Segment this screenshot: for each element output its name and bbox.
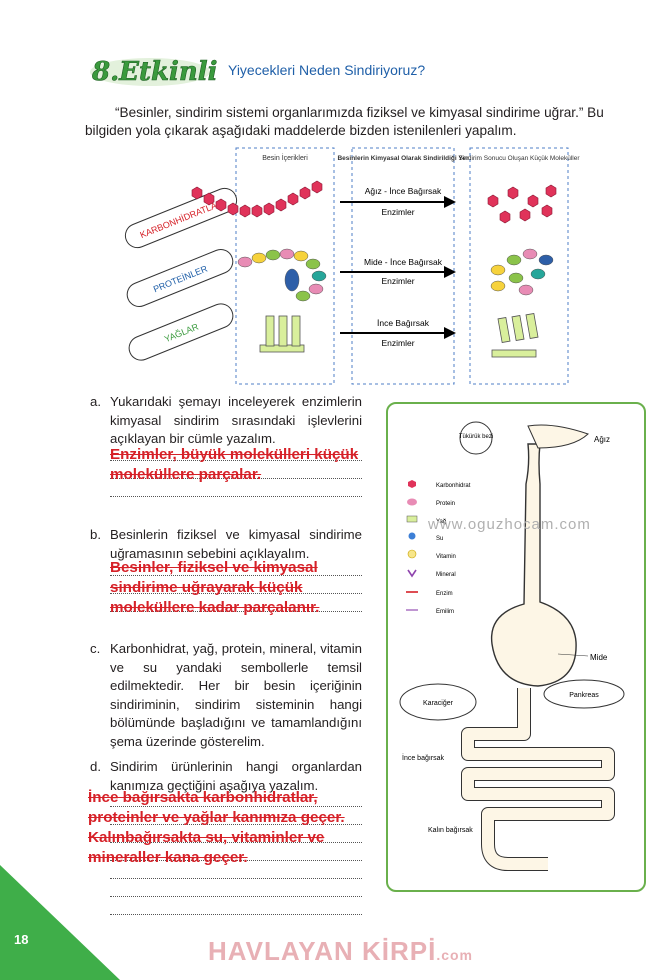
- question-c-text: Karbonhidrat, yağ, protein, mineral, vit…: [110, 641, 362, 749]
- legend-mineral-icon: [407, 569, 417, 578]
- answer-d[interactable]: İnce bağırsakta karbonhidratlar, protein…: [88, 789, 345, 866]
- enzyme-label-2: Enzimler: [381, 276, 414, 286]
- svg-text:Enzim: Enzim: [436, 591, 453, 597]
- legend-fat-icon: [406, 515, 418, 523]
- intro-paragraph: “Besinler, sindirim sistemi organlarımız…: [85, 105, 604, 138]
- col-header-1: Besin İçerikleri: [262, 153, 308, 162]
- question-d-letter: d.: [90, 759, 101, 774]
- col-header-3: Sindirim Sonucu Oluşan Küçük Moleküller: [458, 155, 580, 162]
- enzyme-label-3: Enzimler: [381, 338, 414, 348]
- legend: Karbonhidrat Protein Yağ Su Vitamin Mine…: [406, 480, 471, 615]
- legend-water-icon: [408, 532, 416, 540]
- label-liver: Karaciğer: [423, 700, 454, 707]
- amino-acids-icon: [490, 248, 554, 296]
- activity-title: Yiyecekleri Neden Sindiriyoruz?: [228, 62, 426, 78]
- arrow-fat: [340, 327, 456, 339]
- digestion-scheme: Besin İçerikleri Besinlerin Kimyasal Ola…: [124, 147, 580, 385]
- digestive-system-panel: Ağız Tükürük bezi Mide Karaciğer Pankrea…: [386, 402, 646, 892]
- question-d: d. Sindirim ürünlerinin hangi organlarda…: [88, 758, 362, 915]
- nutrient-tag-fat: YAĞLAR: [128, 303, 234, 361]
- brand-watermark: HAVLAYAN KİRPİ.com: [208, 936, 473, 966]
- nutrient-tag-carb: KARBONHİDRATLAR: [124, 187, 238, 249]
- svg-text:Protein: Protein: [436, 501, 455, 507]
- question-a-letter: a.: [90, 394, 101, 409]
- enzyme-label-1: Enzimler: [381, 207, 414, 217]
- svg-text:Vitamin: Vitamin: [436, 554, 456, 560]
- protein-chain-icon: [237, 248, 327, 302]
- question-c-letter: c.: [90, 641, 101, 656]
- place-carb: Ağız - İnce Bağırsak: [365, 186, 442, 196]
- label-stomach: Mide: [590, 653, 608, 662]
- question-b-letter: b.: [90, 527, 101, 542]
- legend-carb-icon: [408, 480, 416, 488]
- answer-a[interactable]: Enzimler, büyük molekülleri küçük molekü…: [110, 446, 359, 483]
- page-corner: [0, 865, 120, 980]
- question-b: b. Besinlerin fiziksel ve kimyasal sindi…: [90, 526, 362, 616]
- place-protein: Mide - İnce Bağırsak: [364, 257, 443, 267]
- activity-number-label: 8.Etkinlik :: [91, 57, 218, 87]
- fatty-acids-icon: [491, 313, 539, 358]
- question-c: c. Karbonhidrat, yağ, protein, mineral, …: [90, 640, 362, 751]
- nutrient-tag-protein: PROTEİNLER: [126, 249, 234, 307]
- fat-molecule-icon: [259, 315, 305, 353]
- legend-protein-icon: [407, 498, 417, 506]
- question-a: a. Yukarıdaki şemayı inceleyerek enzimle…: [90, 393, 362, 497]
- svg-text:Su: Su: [436, 536, 443, 542]
- arrow-carb: [340, 196, 456, 208]
- question-b-text: Besinlerin fiziksel ve kimyasal sindirim…: [110, 527, 362, 561]
- col-header-2: Besinlerin Kimyasal Olarak Sindirildiği …: [337, 155, 468, 162]
- legend-vitamin-icon: [407, 549, 417, 559]
- svg-text:Yağ: Yağ: [436, 519, 446, 525]
- label-mouth: Ağız: [594, 435, 610, 444]
- label-pancreas: Pankreas: [569, 692, 599, 699]
- watermark: www.oguzhocam.com: [428, 516, 591, 533]
- answer-b[interactable]: Besinler, fiziksel ve kimyasal sindirime…: [110, 559, 320, 616]
- place-fat: İnce Bağırsak: [377, 318, 430, 328]
- question-d-text: Sindirim ürünlerinin hangi organlardan k…: [110, 759, 362, 793]
- svg-text:Mineral: Mineral: [436, 572, 456, 578]
- label-saliva-gland: Tükürük bezi: [459, 434, 493, 440]
- digestive-system-diagram: Ağız Tükürük bezi Mide Karaciğer Pankrea…: [399, 421, 625, 871]
- label-large-intestine: Kalın bağırsak: [428, 827, 473, 834]
- carbohydrate-chain-icon: [191, 180, 323, 218]
- label-small-intestine: İnce bağırsak: [402, 753, 445, 762]
- activity-logo: 8.Etkinlik :: [90, 57, 218, 87]
- question-a-text: Yukarıdaki şemayı inceleyerek enzimlerin…: [110, 394, 362, 446]
- arrow-protein: [340, 266, 456, 278]
- svg-text:Emilim: Emilim: [436, 609, 454, 615]
- glucose-molecules-icon: [487, 184, 557, 224]
- page-number: 18: [14, 932, 29, 947]
- svg-text:Karbonhidrat: Karbonhidrat: [436, 483, 471, 489]
